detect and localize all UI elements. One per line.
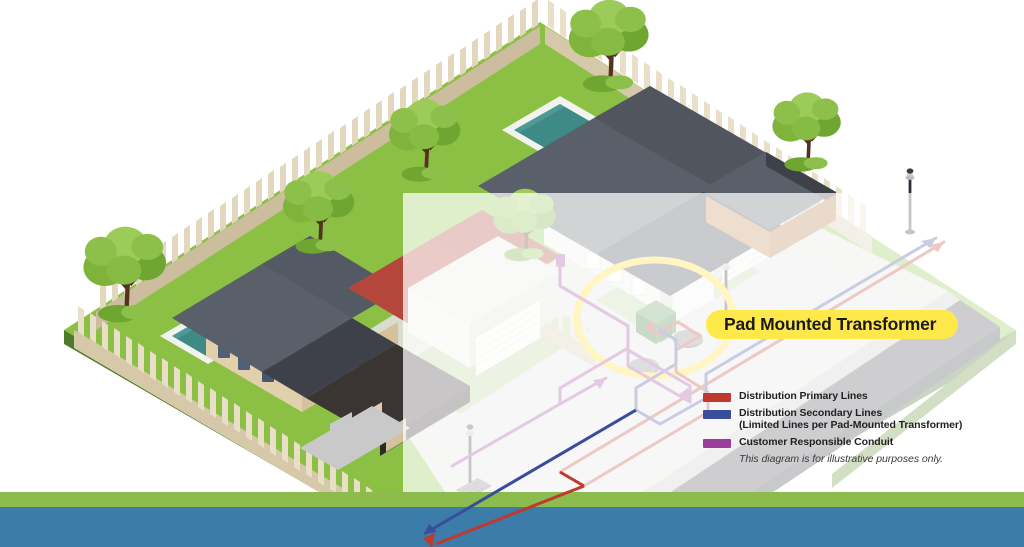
- legend-swatch-primary: [703, 393, 731, 402]
- legend-item-primary: Distribution Primary Lines: [703, 390, 1003, 403]
- legend-swatch-conduit: [703, 438, 731, 448]
- legend-label-primary: Distribution Primary Lines: [739, 390, 868, 402]
- tree-upper-right: [772, 92, 841, 172]
- rear-pool: [502, 96, 610, 159]
- bottom-green-bar: [0, 492, 1024, 507]
- legend-label-secondary-main: Distribution Secondary Lines: [739, 406, 883, 419]
- legend-label-conduit: Customer Responsible Conduit: [739, 435, 894, 448]
- legend: Distribution Primary Lines Distribution …: [703, 390, 1003, 465]
- legend-swatch-secondary: [703, 409, 731, 419]
- legend-disclaimer-note: This diagram is for illustrative purpose…: [739, 453, 944, 465]
- bottom-blue-bar: [0, 507, 1024, 547]
- legend-item-conduit: Customer Responsible Conduit: [703, 436, 1003, 449]
- lamp-right: [905, 168, 915, 235]
- legend-label-secondary-sub: (Limited Lines per Pad-Mounted Transform…: [739, 419, 963, 431]
- legend-label-secondary: Distribution Secondary Lines (Limited Li…: [739, 407, 962, 432]
- customer-meter-riser: [556, 254, 565, 267]
- legend-item-secondary: Distribution Secondary Lines (Limited Li…: [703, 407, 1003, 432]
- pad-mounted-transformer-callout: Pad Mounted Transformer: [706, 310, 959, 339]
- callout-label: Pad Mounted Transformer: [724, 314, 937, 334]
